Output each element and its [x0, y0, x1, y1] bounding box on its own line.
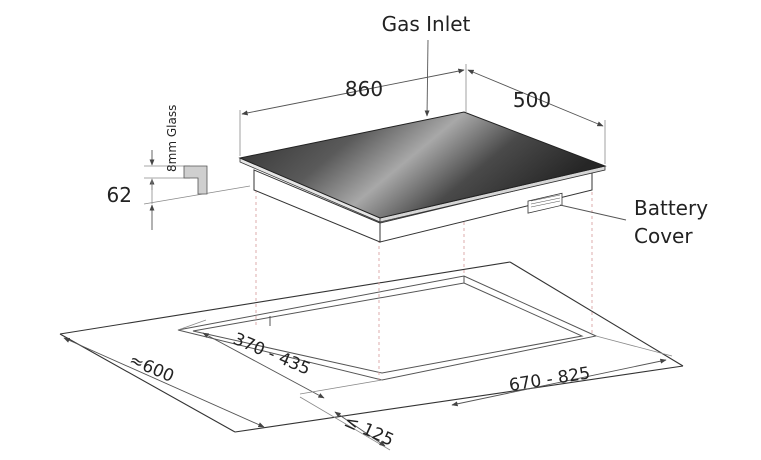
battery-cover-pointer: [559, 204, 627, 221]
battery-cover-vent: [527, 192, 563, 214]
cutout-width-label: 670 - 825: [508, 363, 592, 396]
profile-section: [183, 165, 208, 195]
battery-label-line2: Cover: [634, 224, 693, 248]
front-edge-dimension: [299, 396, 391, 451]
width-dimension: [239, 64, 467, 156]
worktop-depth-dimension: [63, 337, 265, 428]
depth-label: 500: [513, 88, 551, 112]
glass-top: [238, 111, 607, 219]
gas-inlet-label: Gas Inlet: [382, 12, 471, 36]
worktop-outline: [59, 261, 684, 433]
cooktop: [238, 111, 607, 243]
projection-guides: [255, 190, 593, 380]
height-label: 62: [107, 183, 132, 207]
gas-inlet-pointer: [424, 39, 430, 117]
glass-thickness-label: 8mm Glass: [165, 105, 179, 172]
front-edge-label: ≤ 125: [341, 411, 397, 450]
width-label: 860: [345, 77, 383, 101]
cutout: [177, 275, 598, 381]
height-dimension: [143, 150, 251, 230]
worktop-depth-label: ≈600: [126, 350, 177, 387]
battery-label-line1: Battery: [634, 196, 708, 220]
cutout-width-dimension: [451, 335, 673, 407]
depth-dimension: [467, 69, 606, 164]
